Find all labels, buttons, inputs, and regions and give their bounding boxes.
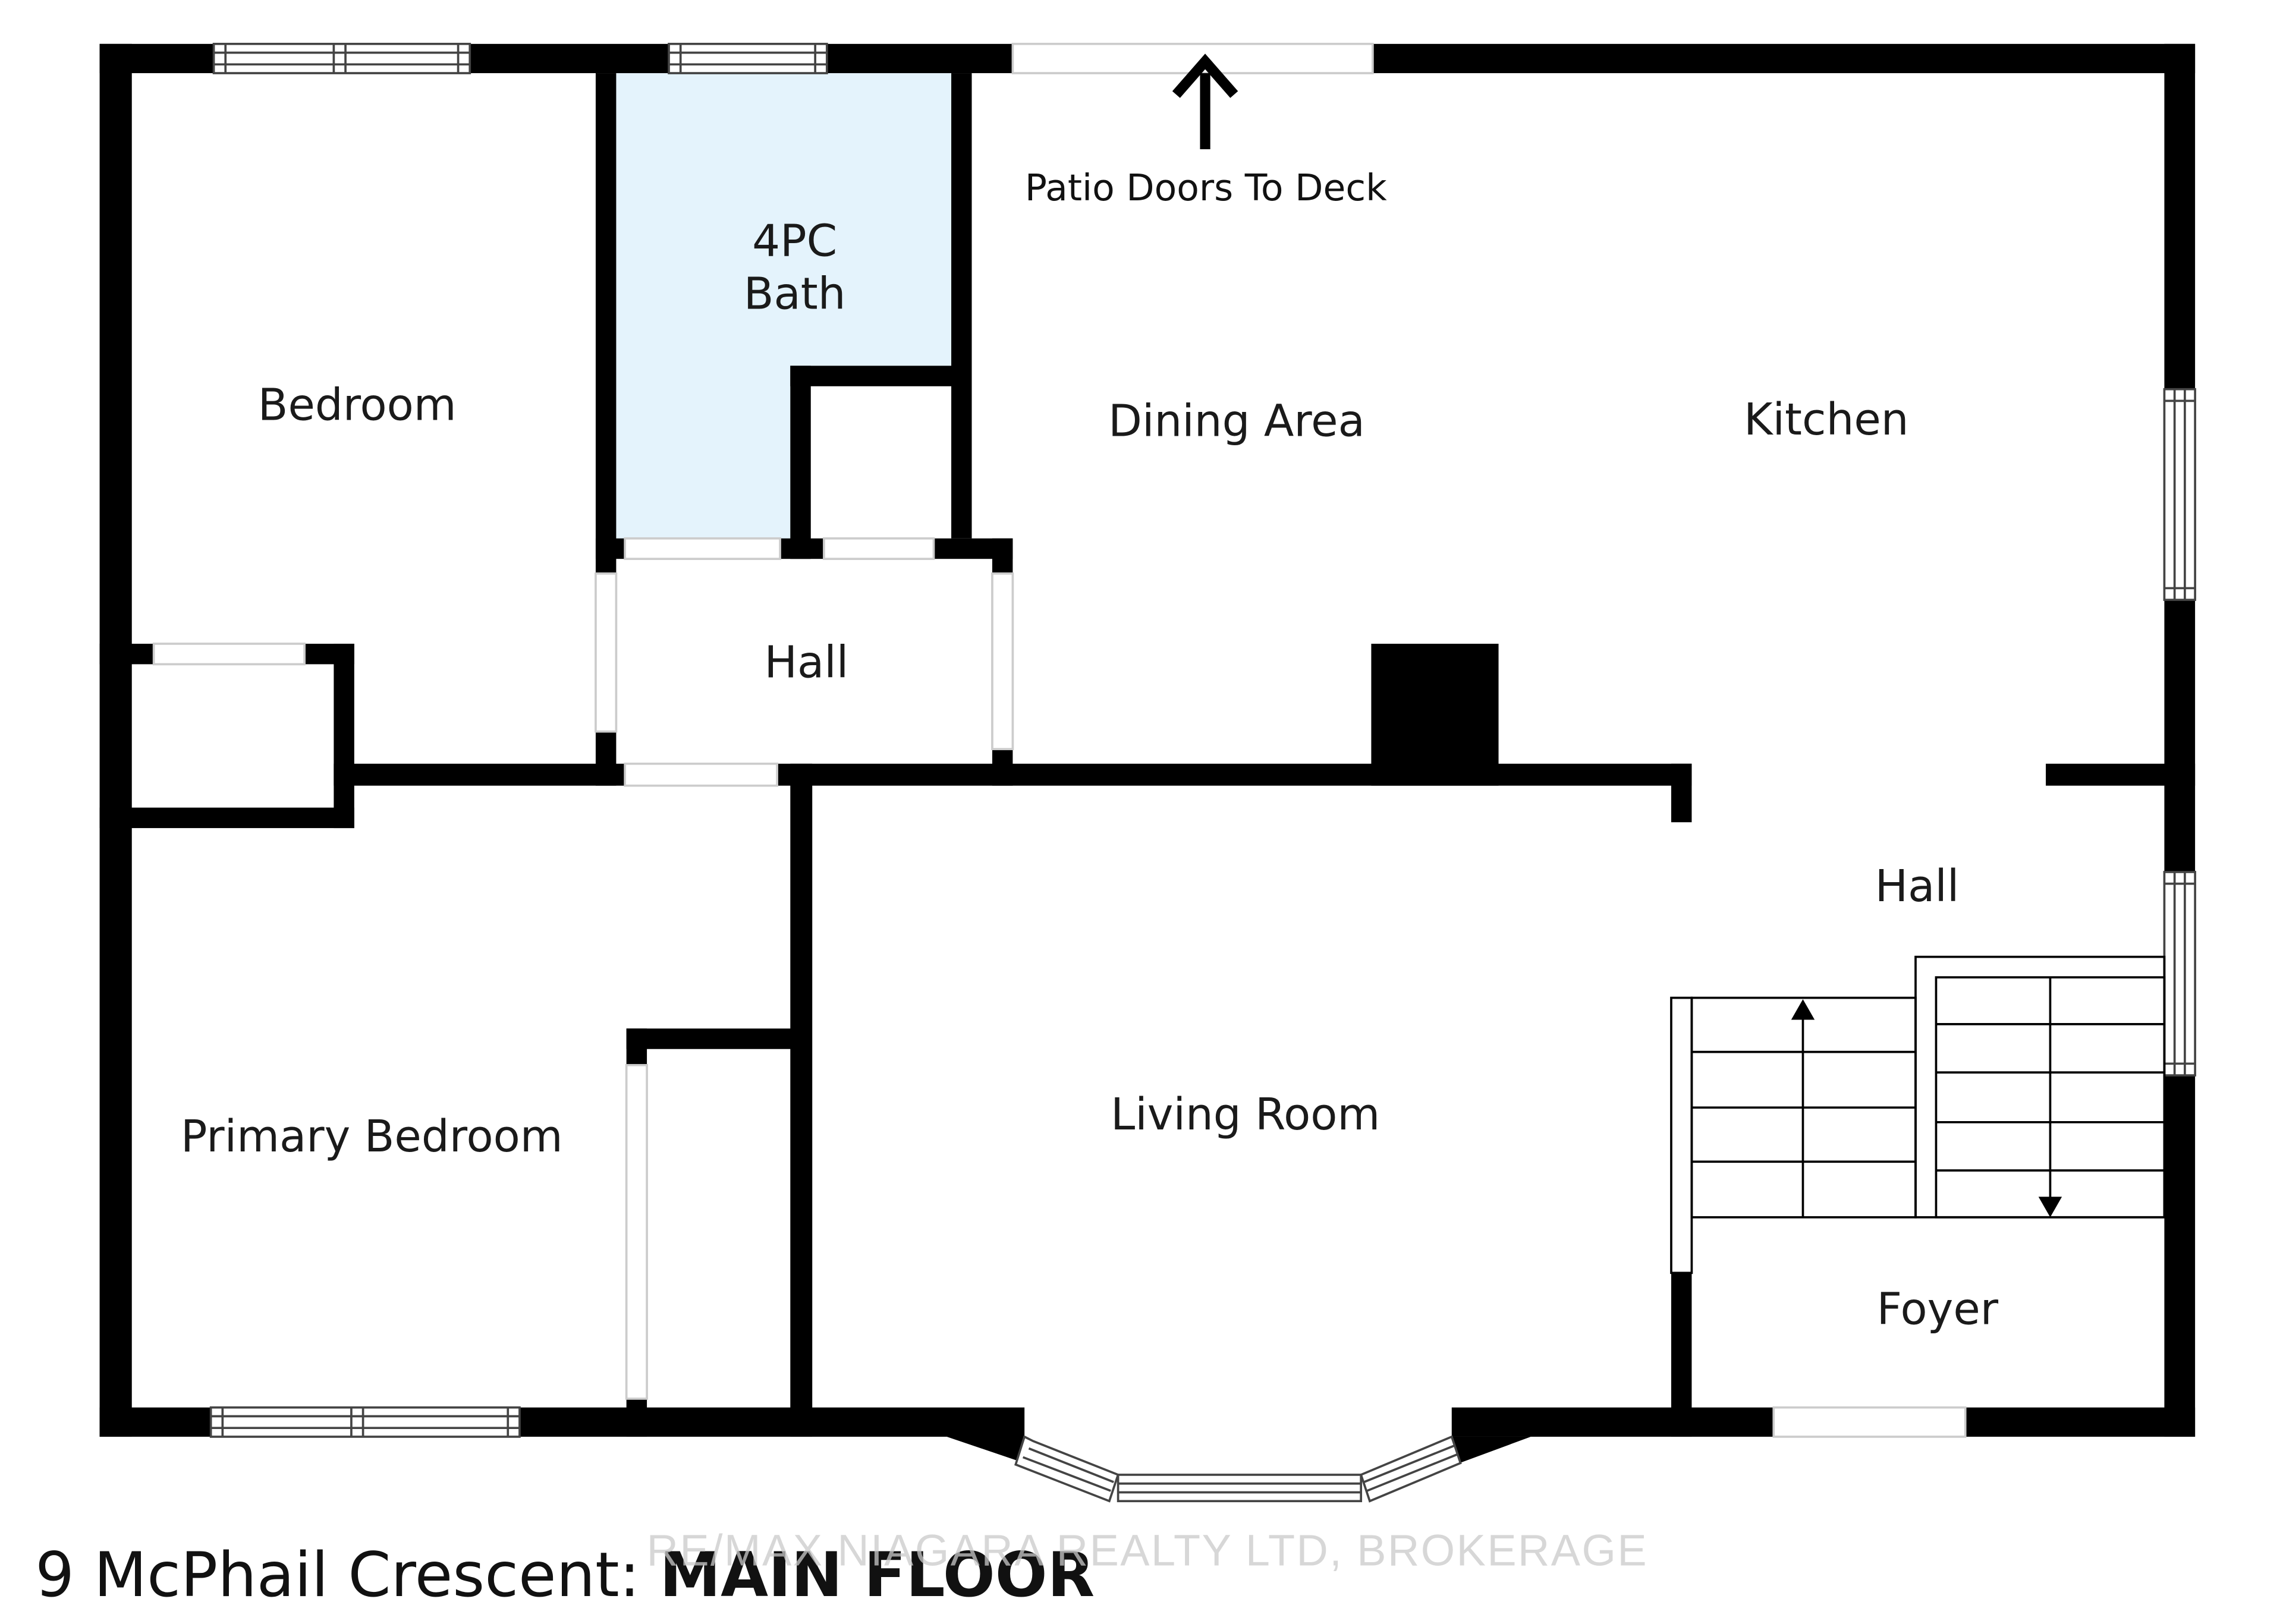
stairs-down-arrow-icon — [2038, 1197, 2062, 1217]
window-kitchen — [2163, 388, 2196, 601]
primary-door-opening — [624, 762, 778, 787]
window-hall — [2163, 871, 2196, 1077]
bedroom-door-opening — [595, 572, 618, 733]
room-label-bath-line1: 4PC — [752, 216, 837, 267]
closet-door-opening — [823, 537, 935, 561]
room-label-kitchen: Kitchen — [1744, 394, 1908, 445]
room-label-hall-right: Hall — [1875, 861, 1960, 912]
bedroom-closet-opening — [152, 643, 306, 666]
stairs — [1670, 955, 2166, 1274]
window-bath — [668, 42, 828, 74]
stairs-up-arrow-icon — [1791, 999, 1815, 1020]
room-label-living-room: Living Room — [1111, 1089, 1380, 1140]
floor-caption: 9 McPhail Crescent: MAIN FLOOR — [35, 1540, 1095, 1611]
room-label-bedroom: Bedroom — [258, 379, 457, 430]
bath-door-opening — [624, 537, 781, 561]
room-label-hall-left: Hall — [764, 637, 848, 688]
window-primary-bedroom — [209, 1406, 521, 1438]
bath-area — [616, 73, 952, 539]
patio-doors-label: Patio Doors To Deck — [1025, 166, 1387, 209]
room-label-foyer: Foyer — [1877, 1283, 1999, 1335]
patio-arrow-icon — [1172, 53, 1238, 150]
bay-window — [1014, 1435, 1462, 1503]
room-label-bath-line2: Bath — [744, 268, 846, 319]
window-bedroom-top — [212, 42, 471, 74]
primary-closet-opening — [625, 1063, 648, 1400]
caption-address: 9 McPhail Crescent: — [35, 1540, 659, 1611]
caption-floor: MAIN FLOOR — [659, 1540, 1095, 1611]
hall-dining-opening — [991, 572, 1014, 751]
walls — [99, 43, 2196, 1466]
brokerage-watermark: RE/MAX NIAGARA REALTY LTD, BROKERAGE — [647, 1526, 1649, 1575]
room-label-primary-bedroom: Primary Bedroom — [181, 1111, 563, 1162]
front-door-opening — [1772, 1406, 1967, 1438]
room-label-dining: Dining Area — [1108, 395, 1365, 446]
